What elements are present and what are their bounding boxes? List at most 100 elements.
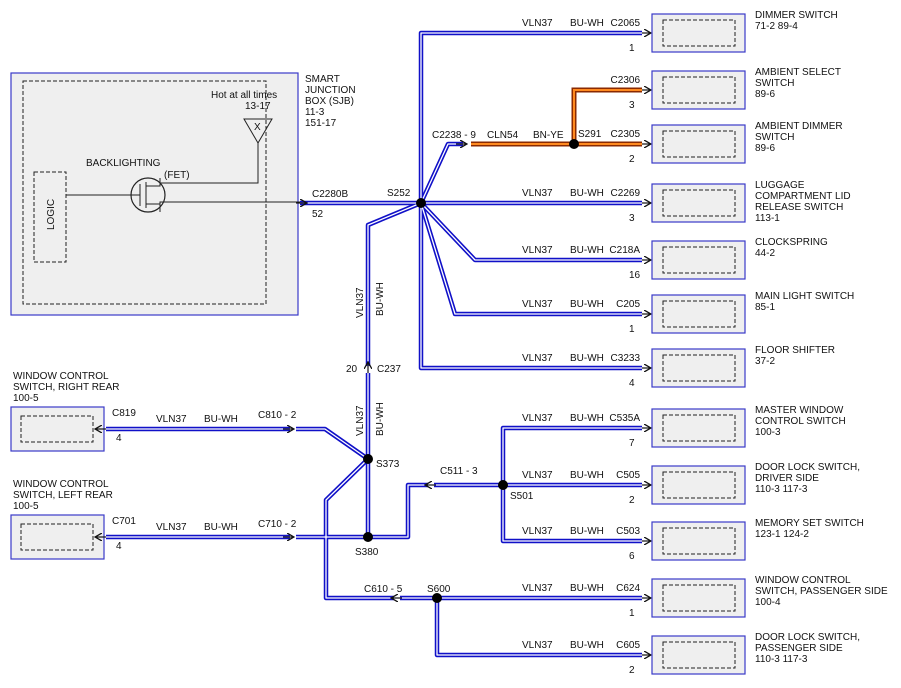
connector-arrows [283,144,466,598]
inline-labels: C2238 - 9 CLN54 BN-YE C237 20 VLN37 BU-W… [258,130,564,595]
splice-s252 [416,198,426,208]
wire-color-label: BU-WH [570,413,604,424]
fet-source-line [159,201,306,212]
pin-number: 2 [629,154,635,165]
wire-color-label: BU-WH [570,353,604,364]
pin-number: 4 [629,378,635,389]
sjb-title-2: JUNCTION [305,85,356,96]
wire-color-label: BU-WH [570,245,604,256]
hot-label: Hot at all times [211,90,277,101]
component-name: DOOR LOCK SWITCH, [755,632,860,643]
fet-drain-line [159,142,259,184]
component-ref: 123-1 124-2 [755,529,809,540]
circuit-label: VLN37 [156,522,187,533]
pin-number: 4 [116,541,122,552]
connector-label: C2269 [611,188,641,199]
component-ref: 110-3 117-3 [755,484,808,495]
left-components: WINDOW CONTROL SWITCH, RIGHT REAR 100-5 C81… [10,371,238,560]
wire-color-label: BU-WH [570,526,604,537]
component-ref: 113-1 [755,213,780,224]
connector-label: C701 [112,516,136,527]
component-name: FLOOR SHIFTER [755,345,835,356]
component-name: DRIVER SIDE [755,473,819,484]
vert-circuit-upper: VLN37 [355,287,366,318]
wire-segment-core [420,32,642,203]
wire-segment-core [436,598,642,656]
component-inner [662,300,736,328]
component-ref: 110-3 117-3 [755,654,808,665]
pin-number: 7 [629,438,635,449]
component-name: SWITCH, RIGHT REAR [13,382,119,393]
component-inner [20,415,94,443]
wire-color-label: BU-WH [570,18,604,29]
wire-segment-core [325,458,394,599]
component-inner [662,130,736,158]
wire-segment-core [420,202,642,315]
circuit-label: VLN37 [522,188,553,199]
wire-color-label: BU-WH [204,414,238,425]
connector-label: C819 [112,408,136,419]
component-name: CONTROL SWITCH [755,416,846,427]
circuit-label: VLN37 [522,299,553,310]
component-inner [20,523,94,551]
circuit-label: VLN37 [522,640,553,651]
component-ref: 71-2 89-4 [755,21,798,32]
pin-number: 6 [629,551,635,562]
vert-circuit-lower: VLN37 [355,405,366,436]
connector-label: C2305 [611,129,641,140]
vert-color-lower: BU-WH [375,402,386,436]
sjb-ref-2: 151-17 [305,118,337,129]
component-name: WINDOW CONTROL [13,479,109,490]
component-box [10,406,105,452]
component-inner [662,189,736,217]
component-ref: 100-5 [13,501,39,512]
component-inner [662,641,736,669]
component-name: MEMORY SET SWITCH [755,518,864,529]
component-name: WINDOW CONTROL [755,575,851,586]
component-inner [662,584,736,612]
fet-label: (FET) [164,170,190,181]
pin-number: 1 [629,608,635,619]
pin-number: 2 [629,495,635,506]
circuit-label: VLN37 [522,526,553,537]
component-ref: 85-1 [755,302,775,313]
connector-label: C505 [616,470,640,481]
pin-number: 16 [629,270,641,281]
component-inner [662,471,736,499]
logic-label: LOGIC [46,199,57,230]
connector-label: C205 [616,299,640,310]
component-name: SWITCH [755,78,794,89]
component-ref: 37-2 [755,356,775,367]
splice-s380-label: S380 [355,547,379,558]
wire-segment-core [367,202,422,366]
pin-number: 2 [629,665,635,676]
sjb-title-1: SMART [305,74,340,85]
component-name: SWITCH, PASSENGER SIDE [755,586,888,597]
hot-ref: 13-17 [245,101,271,112]
component-name: COMPARTMENT LID [755,191,851,202]
sjb-pin: 52 [312,209,324,220]
connector-label: C3233 [611,353,641,364]
vert-color-upper: BU-WH [375,282,386,316]
component-name: RELEASE SWITCH [755,202,843,213]
component-name: SWITCH [755,132,794,143]
connector-label: C605 [616,640,640,651]
component-ref: 89-6 [755,143,775,154]
component-inner [662,76,736,104]
circuit-label: VLN37 [156,414,187,425]
sjb-title-3: BOX (SJB) [305,96,354,107]
wire-segment-core [502,485,642,542]
wire-segment-core [420,203,642,369]
connector-label: C503 [616,526,640,537]
splice-s373-label: S373 [376,459,400,470]
wire-segment-core [420,202,642,261]
c237-label: C237 [377,364,401,375]
